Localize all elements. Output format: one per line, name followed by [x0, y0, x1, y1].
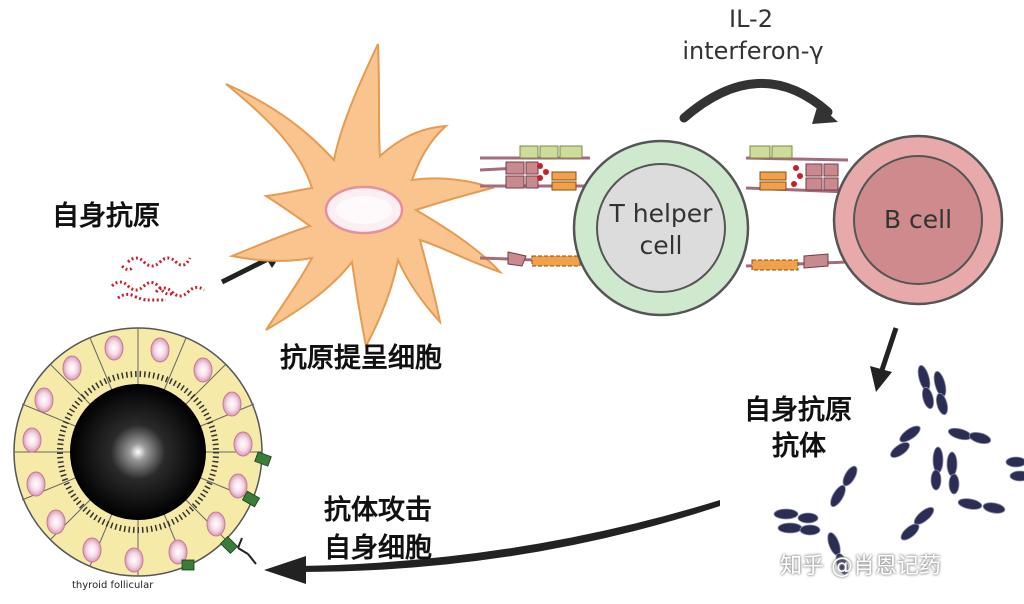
dendritic-cell [225, 43, 504, 349]
attack-label-line1: 抗体攻击 [324, 495, 432, 526]
self-antigen-label: 自身抗原 [52, 201, 160, 232]
self-antigen-chains [110, 256, 205, 302]
t-b-cell-receptors [745, 145, 849, 271]
b-cell [832, 134, 1004, 306]
t-helper-cell [572, 139, 750, 317]
cytokine-label-il2: IL-2 [729, 5, 773, 33]
attack-arrow [264, 500, 720, 584]
cytokine-label-ifn: interferon-γ [682, 37, 824, 65]
antibody-cluster [773, 364, 1024, 575]
autoantibody-label-line1: 自身抗原 [744, 395, 852, 426]
attack-label-line2: 自身细胞 [324, 533, 432, 564]
cytokine-arrow [679, 79, 838, 124]
apc-label: 抗原提呈细胞 [280, 343, 442, 374]
t-helper-label-line2: cell [639, 231, 683, 260]
t-helper-label-line1: T helper [609, 199, 713, 228]
thyroid-label: thyroid follicular [72, 580, 154, 591]
differentiation-arrow [870, 327, 899, 392]
watermark: 知乎 @肖恩记药 [780, 554, 941, 579]
thyroid-follicle [13, 327, 272, 577]
autoantibody-label-line2: 抗体 [772, 431, 826, 462]
apc-t-cell-receptors [479, 145, 591, 267]
b-cell-label: B cell [883, 205, 953, 234]
